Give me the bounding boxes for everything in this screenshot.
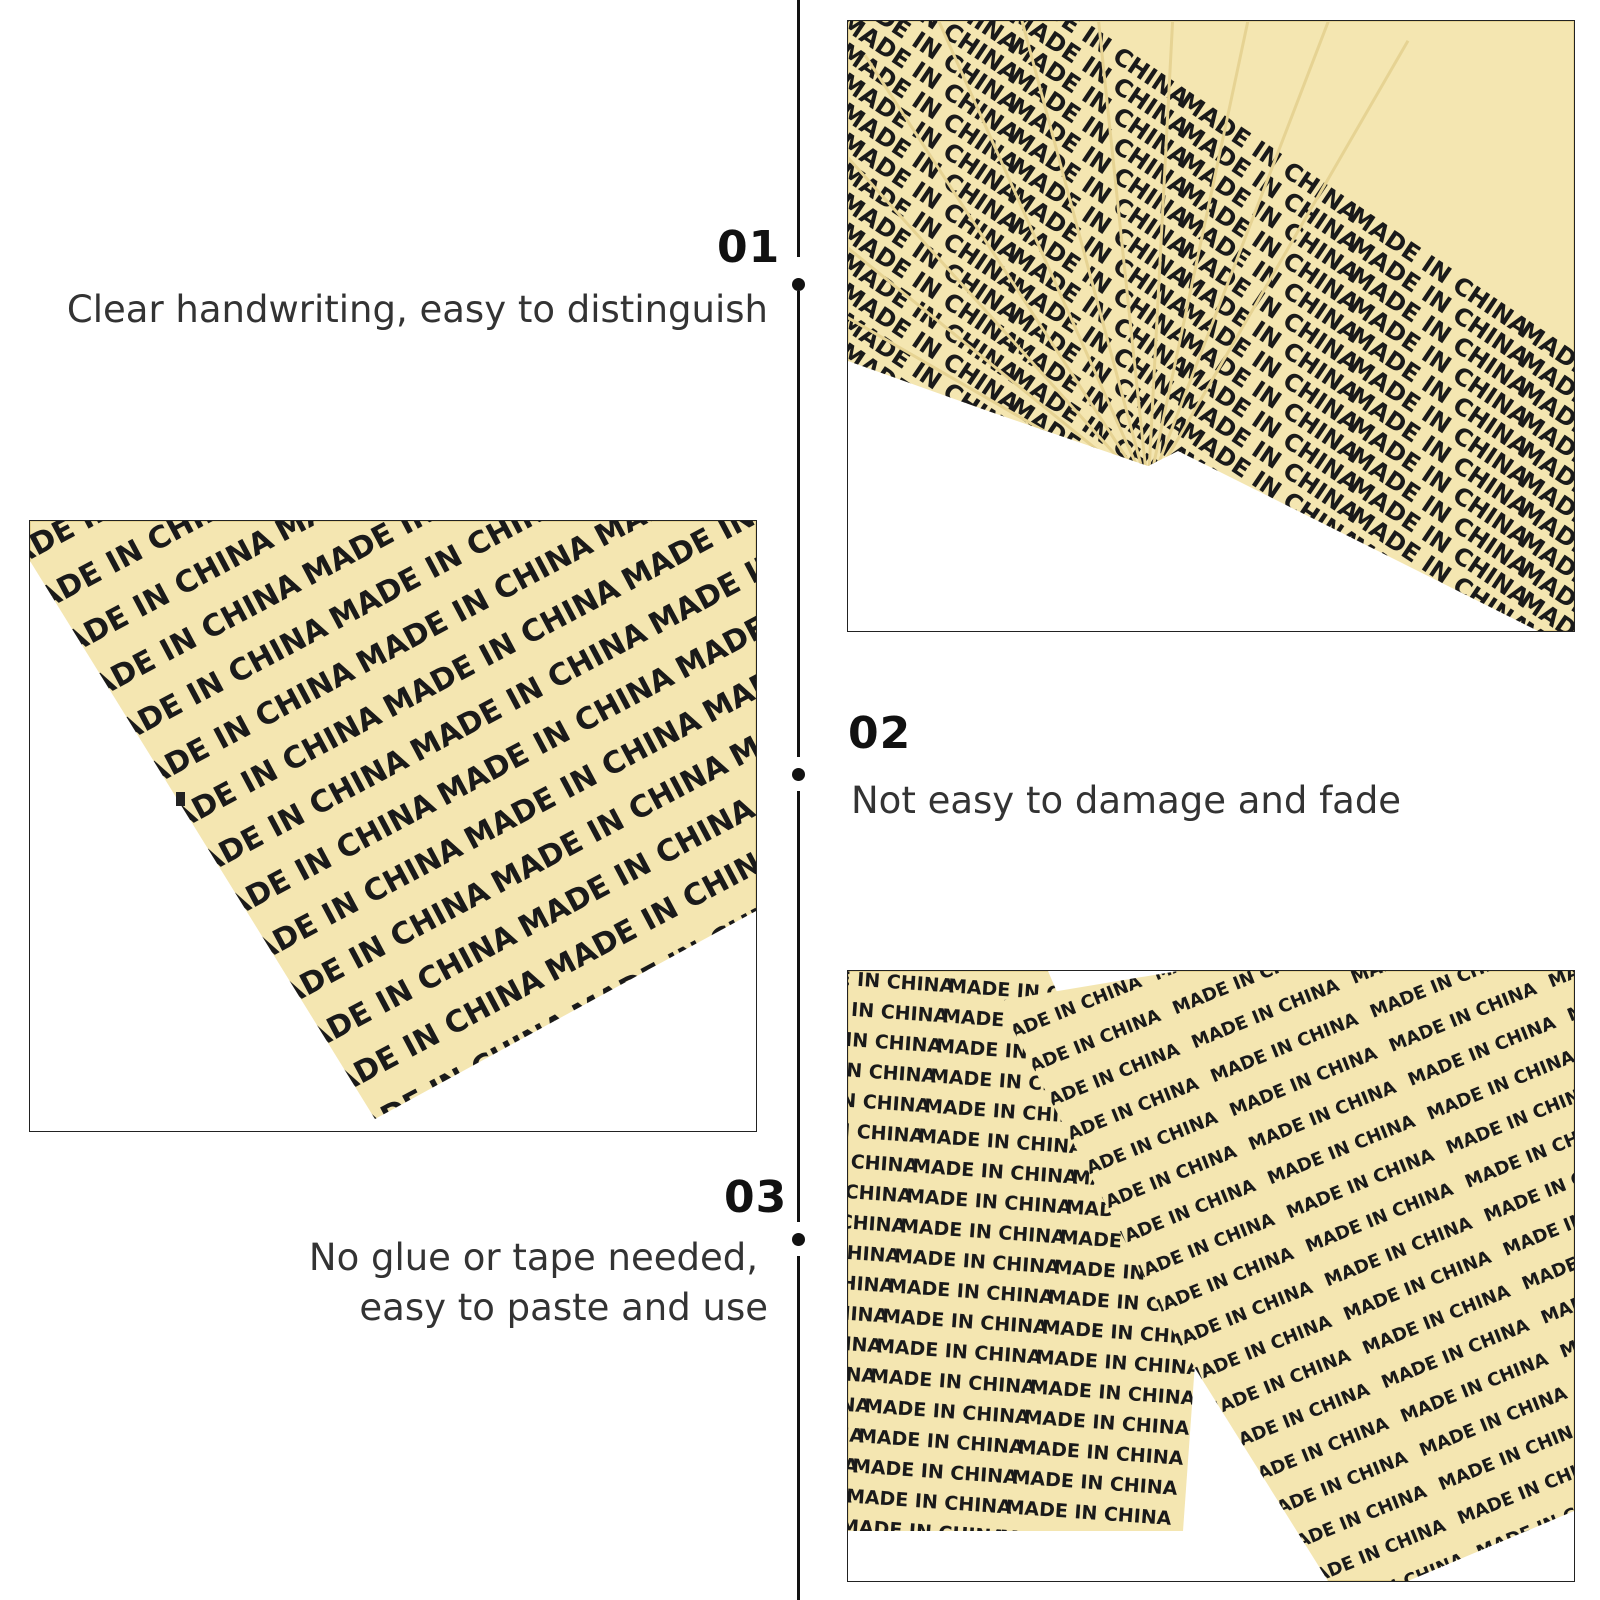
feature-text-03-line2: easy to paste and use xyxy=(359,1286,768,1329)
sticker-label-text: MADE IN CHINA xyxy=(1005,512,1195,631)
sheet-edge xyxy=(1146,21,1258,492)
feature-text-03-line1: No glue or tape needed, xyxy=(308,1236,758,1279)
sticker-label-text: MADE IN CHINA xyxy=(848,577,1025,631)
sticker-label-text: MADE IN CHINA xyxy=(848,403,855,544)
sticker-label-text: MADE IN CHINA xyxy=(848,457,1025,598)
sheet-edge xyxy=(1011,21,1150,492)
sheet-edge xyxy=(848,162,1149,493)
timeline-dot-02 xyxy=(792,768,805,781)
sticker-label-text: MADE IN CHINA xyxy=(1005,602,1195,631)
sticker-label-text: MADE IN CHINA xyxy=(848,21,855,64)
sticker-label-text: MADE IN CHINA xyxy=(848,607,1025,631)
sheet-edge xyxy=(1146,21,1336,492)
sticker-label-text: MADE IN CHINA xyxy=(848,397,1025,538)
sticker-label-text: MADE IN CHINA xyxy=(848,547,1025,631)
sticker-label-text: MADE IN CHINA xyxy=(1175,597,1365,631)
feature-number-01: 01 xyxy=(717,222,781,273)
sticker-label-text: MADE IN CHINA xyxy=(848,553,855,631)
sticker-label-text: MADE IN CHINA xyxy=(848,343,855,484)
sticker-label-text: MADE IN CHINA xyxy=(848,1474,853,1508)
sticker-label-text: MADE IN CHINA xyxy=(1005,572,1195,631)
sticker-label-text: MADE IN CHINA xyxy=(848,493,855,631)
sticker-label-text: MADE IN CHINA xyxy=(1175,537,1365,631)
sheet-edge xyxy=(848,103,1150,493)
sticker-label-text: MADE IN CHINA xyxy=(848,517,1025,631)
timeline-dot-03 xyxy=(792,1233,805,1246)
feature-text-02: Not easy to damage and fade xyxy=(851,779,1402,822)
sticker-label-text: MADE IN CHINA xyxy=(848,487,1025,628)
feature-number-03: 03 xyxy=(724,1172,788,1223)
sheet-edge xyxy=(1146,39,1410,492)
sticker-label-text: MADE IN CHINA xyxy=(848,1444,859,1478)
timeline-line xyxy=(795,0,802,1600)
sticker-label-text: MADE IN CHINA xyxy=(848,427,1025,568)
sheet-edge xyxy=(1092,21,1150,492)
feature-text-01: Clear handwriting, easy to distinguish xyxy=(66,288,768,331)
sticker-label-text: MADE IN CHINA xyxy=(1175,627,1365,631)
sticker-label-text: MADE IN CHINA xyxy=(999,1526,1167,1560)
sticker-label-text: MADE IN CHINA xyxy=(1175,567,1365,631)
sticker-label-text: MADE IN CHINA xyxy=(848,433,855,574)
sticker-label-text: MADE IN CHINA xyxy=(1005,452,1195,593)
sticker-label-text: MADE IN CHINA xyxy=(848,523,855,631)
feature-number-02: 02 xyxy=(848,708,912,759)
sticker-label-text: MADE IN CHINA xyxy=(848,463,855,604)
sheet-edge xyxy=(935,21,1150,492)
sticker-label-text: MADE IN CHINA xyxy=(848,613,855,631)
sticker-label-text: MADE IN CHINA xyxy=(848,583,855,631)
sticker-label-text: MADE IN CHINA xyxy=(848,373,855,514)
sticker-label-text: MADE IN CHINA xyxy=(1344,621,1534,631)
timeline-dot-01 xyxy=(792,278,805,291)
sticker-label-text: MADE IN CHINA xyxy=(1005,542,1195,631)
sheet-edge xyxy=(1146,21,1177,492)
sticker-label-text: MADE IN CHINA xyxy=(1005,482,1195,623)
sheet-edge xyxy=(863,54,1150,492)
